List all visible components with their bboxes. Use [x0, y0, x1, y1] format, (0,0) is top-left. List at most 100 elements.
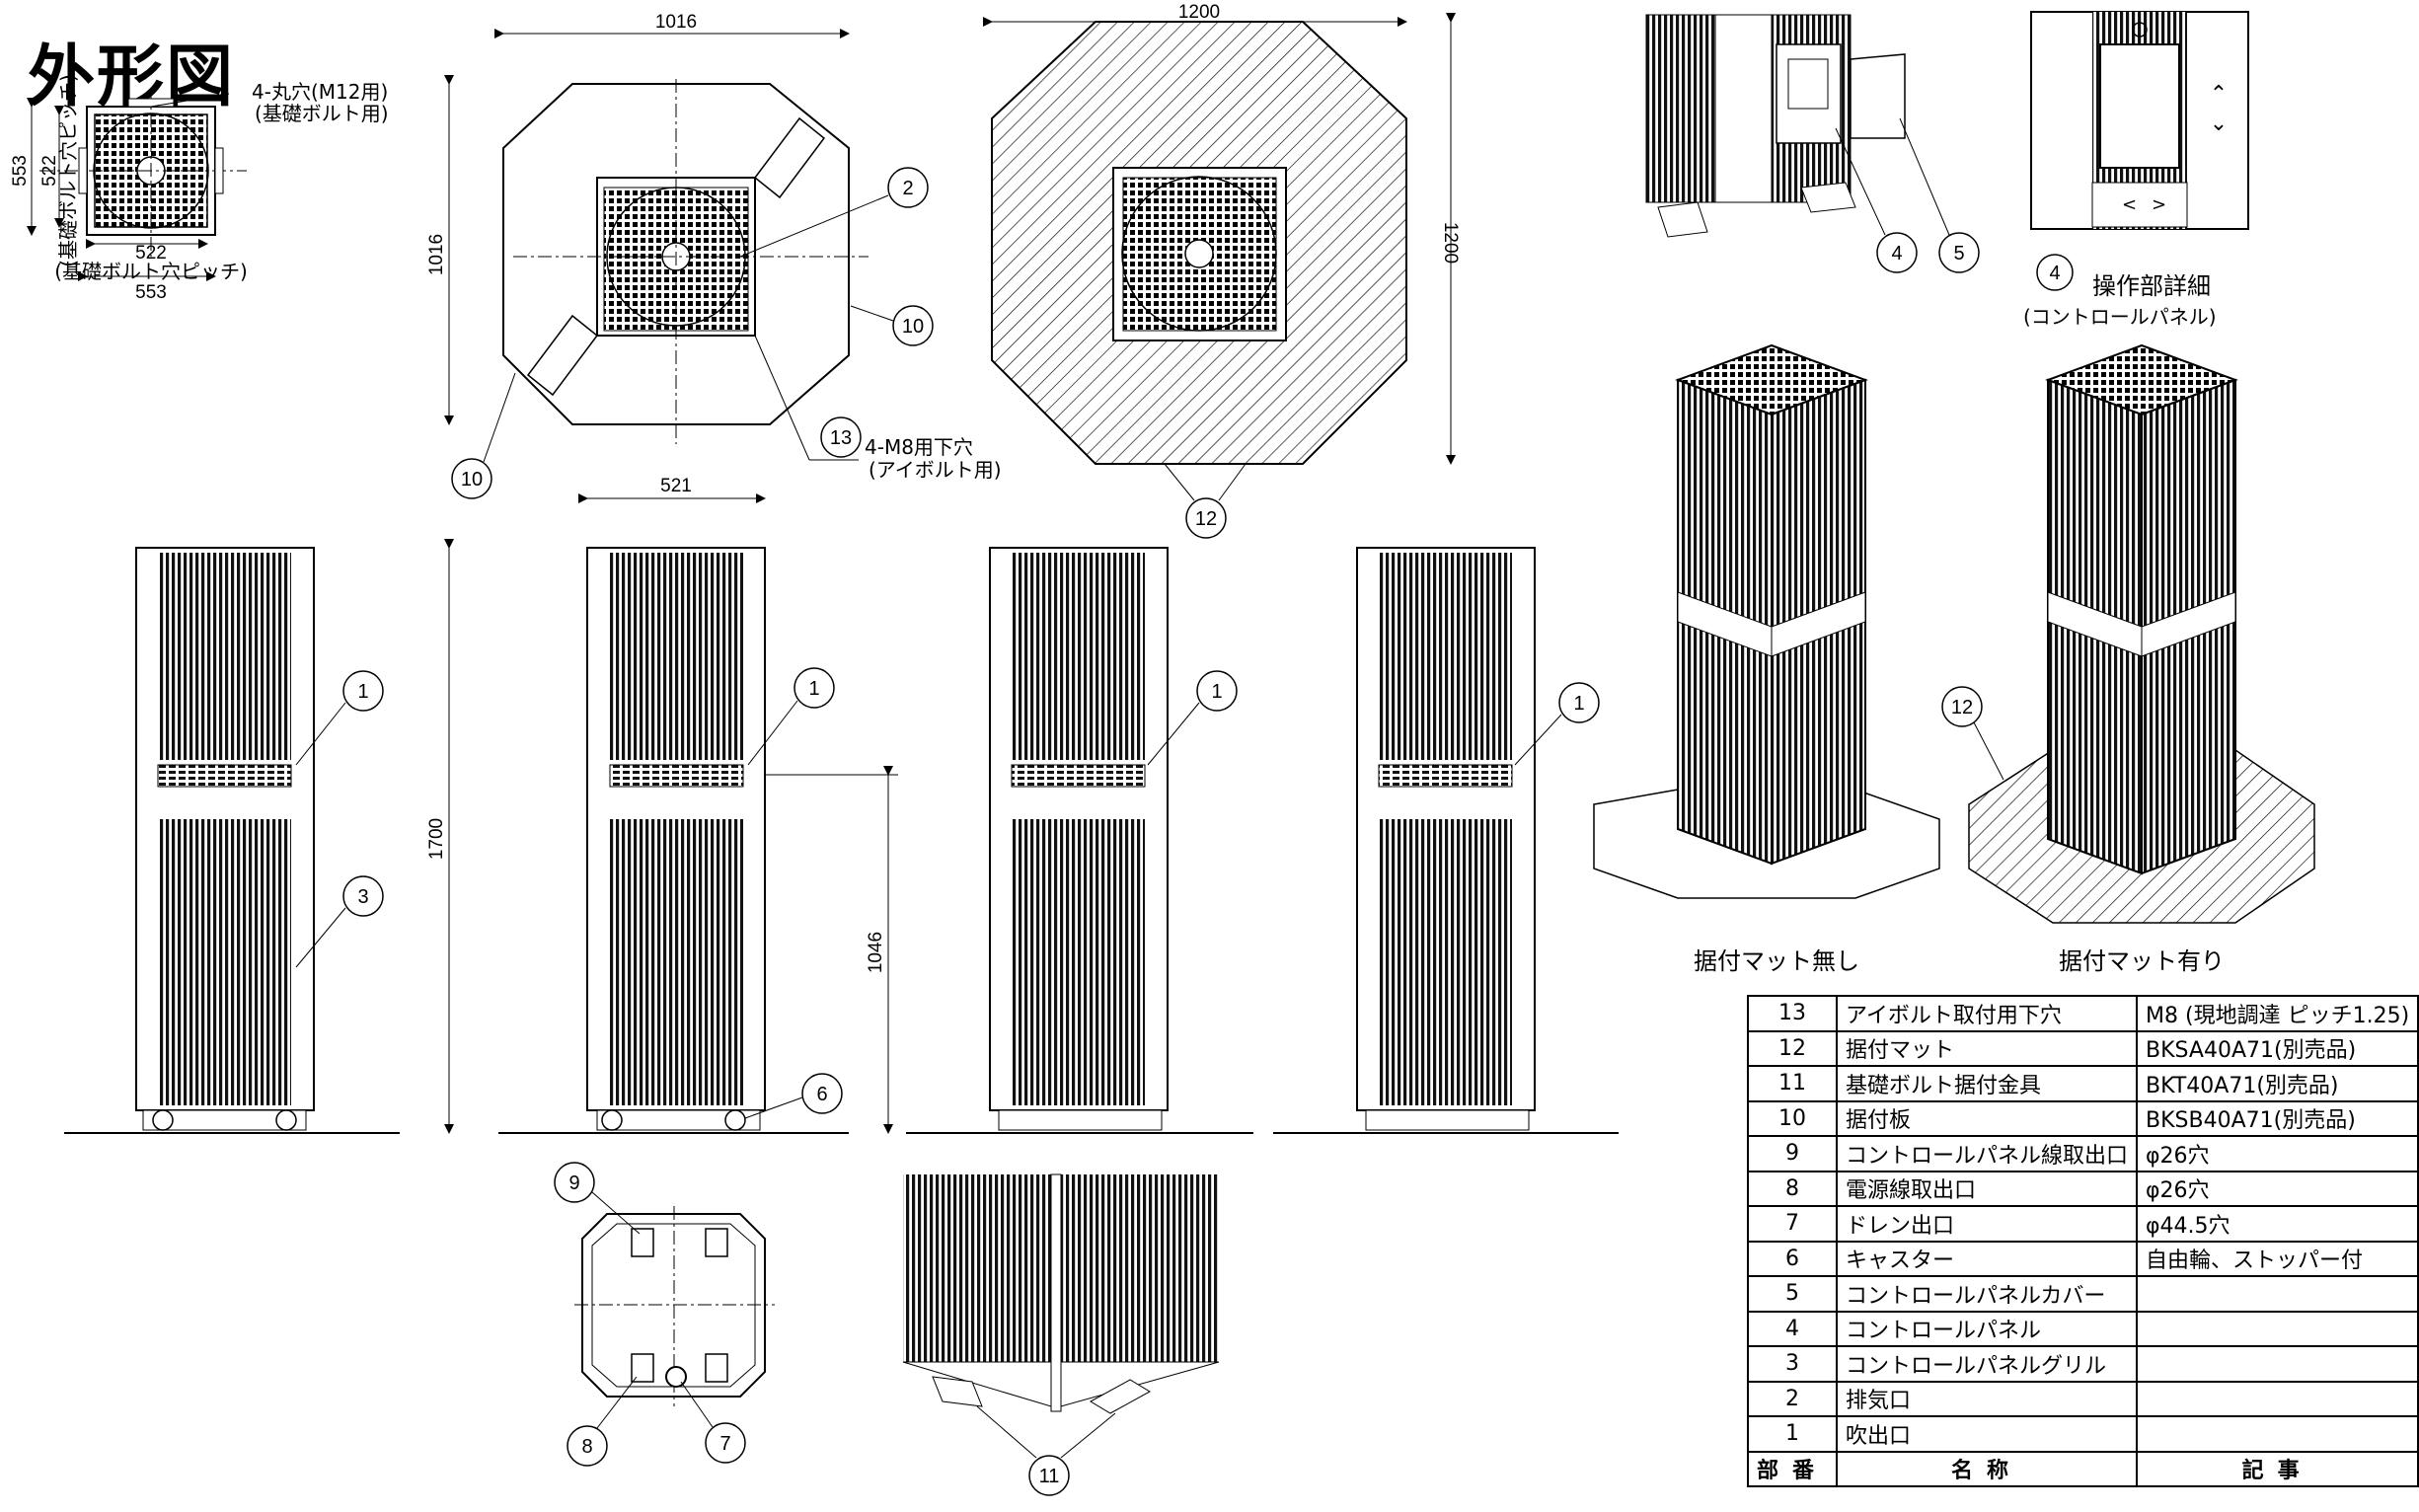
svg-text:5: 5	[1953, 243, 1964, 265]
part-number: 1	[1746, 1415, 1839, 1453]
detail-title: 操作部詳細	[2092, 272, 2211, 300]
note-hole-m8-sub: (アイボルト用)	[869, 458, 1002, 482]
callout-9: 9	[554, 1162, 641, 1235]
header-name: 名称	[1836, 1450, 2139, 1487]
part-remark: M8 (現地調達 ピッチ1.25)	[2136, 995, 2419, 1032]
svg-text:3: 3	[357, 886, 368, 908]
note-hole-m12: 4-丸穴(M12用)	[252, 80, 388, 104]
dim-top-height: 1016	[426, 234, 447, 275]
part-remark	[2136, 1345, 2419, 1383]
part-name: アイボルト取付用下穴	[1836, 995, 2139, 1032]
caption-mat-none: 据付マット無し	[1694, 947, 1859, 975]
part-name: コントロールパネルグリル	[1836, 1345, 2139, 1383]
callouts: 1 1 1 1 2 3 4 4 5 6 7 8 9 10 10 11 12 12…	[295, 117, 2074, 1496]
part-name: 基礎ボルト据付金具	[1836, 1065, 2139, 1102]
callout-13: 13	[820, 416, 862, 458]
part-number: 5	[1746, 1275, 1839, 1313]
svg-text:4: 4	[2049, 263, 2060, 284]
dim-base-width: 553	[135, 282, 167, 303]
part-name: 据付マット	[1836, 1029, 2139, 1067]
note-hole-m8: 4-M8用下穴	[865, 435, 973, 459]
svg-text:9: 9	[568, 1172, 579, 1194]
part-number: 9	[1746, 1135, 1839, 1172]
iso-view-with-mat	[1968, 343, 2315, 924]
part-remark: BKSB40A71(別売品)	[2136, 1099, 2419, 1137]
part-number: 11	[1746, 1065, 1839, 1102]
callout-11: 11	[976, 1405, 1116, 1496]
svg-text:2: 2	[902, 178, 913, 199]
part-name: コントロールパネル線取出口	[1836, 1135, 2139, 1172]
part-remark: 自由輪、ストッパー付	[2136, 1240, 2419, 1277]
callout-1c: 1	[1147, 670, 1238, 766]
callout-10a: 10	[850, 305, 934, 346]
table-header: 部番名称記事	[1746, 1450, 2419, 1487]
top-view-install-plate: 1016 1016 4-M8用下穴 (アイボルト用)	[426, 12, 1002, 482]
svg-text:4: 4	[1891, 243, 1902, 265]
callout-7: 7	[680, 1381, 746, 1464]
elevation-front	[64, 547, 400, 1134]
iso-view-no-mat	[1593, 343, 1940, 899]
header-part-number: 部番	[1746, 1450, 1839, 1487]
callout-3: 3	[295, 875, 384, 968]
part-remark	[2136, 1310, 2419, 1347]
callout-12b: 12	[1941, 686, 2004, 781]
part-name: コントロールパネルカバー	[1836, 1275, 2139, 1313]
svg-text:1: 1	[357, 681, 368, 703]
svg-text:10: 10	[902, 316, 924, 338]
part-name: キャスター	[1836, 1240, 2139, 1277]
up-arrow-icon: ⌃	[2210, 82, 2228, 107]
part-number: 4	[1746, 1310, 1839, 1347]
down-arrow-icon: ⌄	[2210, 112, 2228, 136]
callout-2: 2	[739, 167, 929, 258]
svg-text:1: 1	[1211, 681, 1222, 703]
dim-side-height: 1046	[866, 932, 886, 973]
power-icon	[2132, 22, 2148, 38]
part-number: 7	[1746, 1205, 1839, 1243]
corner-bracket-detail	[902, 1173, 1220, 1414]
svg-text:1: 1	[808, 678, 819, 700]
part-name: 排気口	[1836, 1380, 2139, 1417]
callout-1a: 1	[295, 670, 384, 766]
part-number: 6	[1746, 1240, 1839, 1277]
part-remark: BKT40A71(別売品)	[2136, 1065, 2419, 1102]
svg-text:8: 8	[581, 1436, 592, 1458]
elevation-left	[1273, 547, 1619, 1134]
part-name: 電源線取出口	[1836, 1170, 2139, 1207]
svg-text:10: 10	[461, 469, 483, 491]
note-bolt-pitch: (基礎ボルト穴ピッチ)	[54, 260, 248, 283]
callout-10b: 10	[451, 372, 516, 499]
part-name: コントロールパネル	[1836, 1310, 2139, 1347]
dim-bolt-pitch-w: 522	[135, 243, 167, 264]
part-remark	[2136, 1275, 2419, 1313]
left-arrow-icon: <	[2122, 194, 2137, 215]
note-hole-m12-sub: (基礎ボルト用)	[255, 102, 389, 125]
control-panel-detail: < > ⌃ ⌄	[2030, 11, 2249, 230]
dim-height: 1700	[426, 818, 447, 860]
svg-text:6: 6	[816, 1084, 827, 1105]
part-remark: φ26穴	[2136, 1135, 2419, 1172]
dim-front-width: 521	[660, 476, 692, 496]
callout-4: 4	[1835, 127, 1918, 273]
part-name: 据付板	[1836, 1099, 2139, 1137]
dim-base-height: 553	[10, 155, 31, 187]
part-name: 吹出口	[1836, 1415, 2139, 1453]
control-panel-iso-view	[1645, 14, 1906, 238]
callout-5: 5	[1899, 117, 1980, 273]
elevation-back	[906, 547, 1253, 1134]
callout-1d: 1	[1514, 682, 1600, 766]
elevation-right: 521 1700 1046	[426, 476, 898, 1134]
callout-12a: 12	[1164, 463, 1247, 539]
note-bolt-pitch-v: (基礎ボルト穴ピッチ)	[56, 74, 80, 267]
part-remark: BKSA40A71(別売品)	[2136, 1029, 2419, 1067]
svg-text:1: 1	[1573, 693, 1584, 715]
svg-text:12: 12	[1195, 508, 1217, 530]
svg-text:7: 7	[719, 1433, 730, 1455]
